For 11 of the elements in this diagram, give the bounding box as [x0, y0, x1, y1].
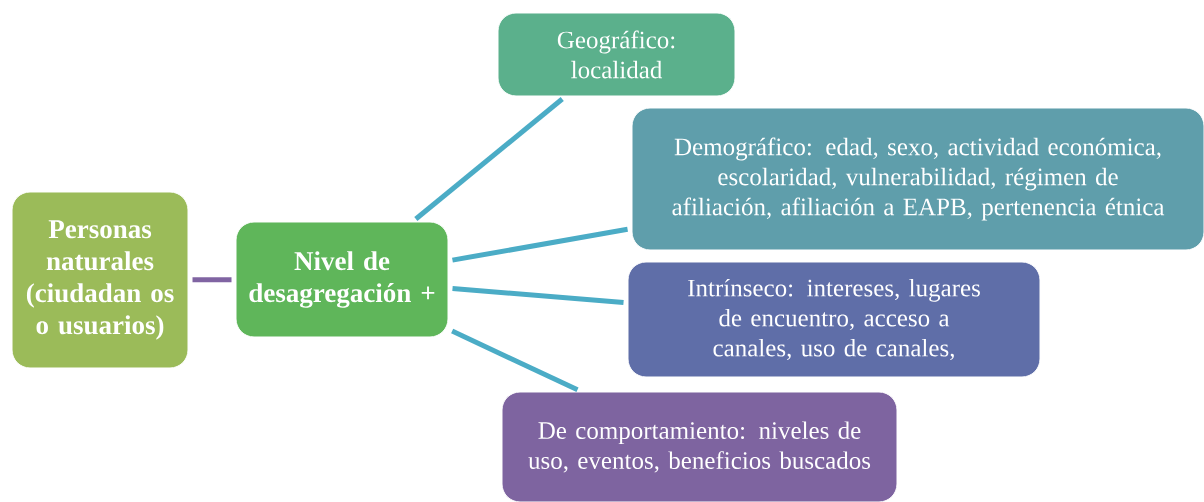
connector-line	[414, 97, 564, 221]
topic-box: De comportamiento: niveles de uso, eventos, beneficios buscados	[501, 391, 898, 502]
category-box: Personas naturales (ciudadan os o usuarios)	[11, 191, 189, 369]
topic-box: Demográfico: edad, sexo, actividad económica, escolaridad, vulnerabilidad, régimen de afiliación, afiliación a EAPB, pertenencia étnica	[631, 107, 1204, 251]
connector-line	[192, 277, 232, 283]
process-box: Nivel de desagregación +	[235, 221, 449, 338]
topic-box: Intrínseco: intereses, lugares de encuentro, acceso a canales, uso de canales,	[627, 261, 1041, 378]
topic-box: Geográfico: localidad	[497, 12, 736, 97]
connector-line	[451, 328, 579, 393]
connector-line	[452, 285, 624, 305]
connector-line	[452, 226, 628, 263]
